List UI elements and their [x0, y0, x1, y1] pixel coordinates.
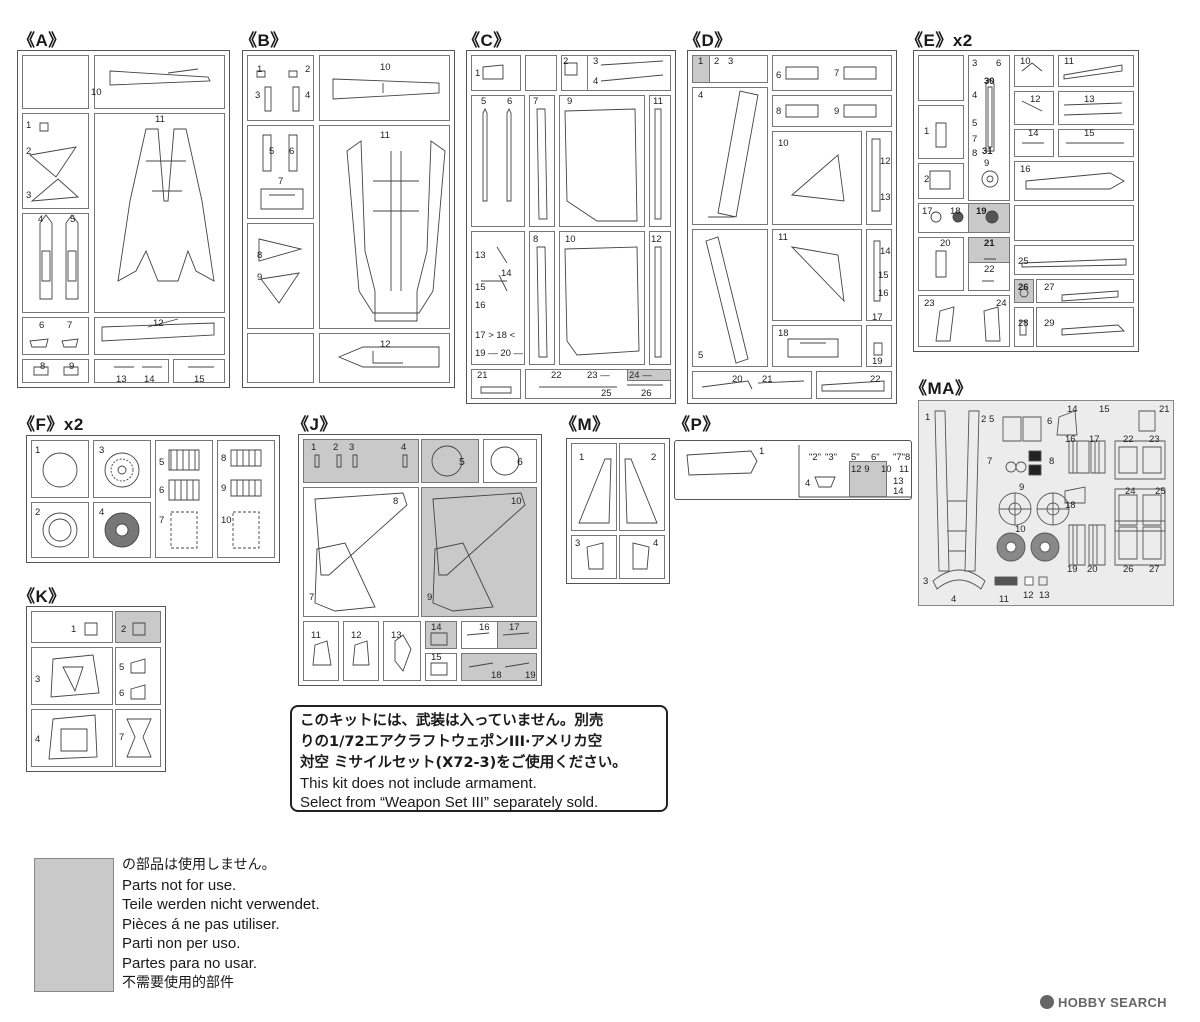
sprue-f: 1 3 5 6 7 8 9 10 2 4	[26, 435, 280, 563]
sprue-k-parts	[48, 622, 152, 760]
armament-notice: このキットには、武装は入っていません。別売 りの1/72エアクラフトウェポンII…	[290, 705, 668, 812]
sprue-j-parts	[312, 445, 530, 676]
sprue-ma-parts	[932, 410, 1166, 590]
sprue-j-label: 《J》	[292, 415, 337, 434]
sprue-j: 1 2 3 4 5 6 8 10 7 9 11 12 13 14 15 16 1…	[298, 434, 542, 686]
sprue-p-parts	[686, 445, 911, 498]
notice-en-line-2: Select from “Weapon Set III” separately …	[300, 794, 599, 811]
sprue-m-parts	[578, 458, 658, 570]
sprue-a-parts	[28, 68, 215, 376]
notice-jp-line-1: このキットには、武装は入っていません。別売	[300, 713, 604, 729]
sprue-e-parts	[929, 62, 1127, 342]
sprue-e: 3 6 30 4 5 7 8 31 9 1 2 10 11 12 13 14 1…	[913, 50, 1139, 352]
sprue-a: 10 11 1 2 3 4 5 6 7 12 8 9 13 14 15	[17, 50, 230, 388]
sprue-k: 1 2 3 5 6 4 7	[26, 606, 166, 772]
sprue-p: 1 "2" "3" 5" 6" "7"8 4 12 9 10 11 13 14	[674, 440, 912, 500]
sprue-ma: 1 2 5 6 14 15 21 16 17 22 23 7 8 9 18 24…	[918, 400, 1174, 606]
legend-jp: の部品は使用しません。	[122, 857, 276, 873]
sprue-d-label: 《D》	[684, 31, 732, 50]
legend-text: の部品は使用しません。 Parts not for use. Teile wer…	[122, 856, 320, 993]
sprue-p-label: 《P》	[673, 415, 720, 434]
watermark-text: HOBBY SEARCH	[1058, 995, 1167, 1010]
sprue-m: 1 2 3 4	[566, 438, 670, 584]
sprue-b-parts	[256, 70, 446, 368]
sprue-f-parts	[42, 449, 262, 549]
sprue-d-parts	[701, 66, 885, 392]
legend-es: Partes para no usar.	[122, 954, 258, 972]
sprue-b: 1 2 3 4 10 11 5 6 7 8 9 12	[242, 50, 455, 388]
sprue-e-label: 《E》x2	[906, 31, 973, 50]
sprue-ma-label: 《MA》	[910, 379, 973, 398]
sprue-b-label: 《B》	[240, 31, 288, 50]
legend-en: Parts not for use.	[122, 876, 237, 894]
hobby-search-logo-icon	[1040, 995, 1054, 1009]
sprue-a-label: 《A》	[18, 31, 66, 50]
sprue-c-label: 《C》	[463, 31, 511, 50]
sprue-c: 1 2 3 4 5 6 7 9 11 8 10 12 13 14 15 16 1…	[466, 50, 676, 404]
sprue-k-label: 《K》	[18, 587, 66, 606]
legend-de: Teile werden nicht verwendet.	[122, 896, 320, 914]
sprue-m-label: 《M》	[560, 415, 610, 434]
legend-fr: Pièces á ne pas utiliser.	[122, 915, 280, 933]
notice-en-line-1: This kit does not include armament.	[300, 775, 537, 792]
watermark: HOBBY SEARCH	[1040, 995, 1167, 1010]
notice-jp-line-2: りの1/72エアクラフトウェポンIII·アメリカ空	[300, 734, 603, 750]
sprue-f-label: 《F》x2	[18, 415, 84, 434]
sprue-d: 1 2 3 4 6 7 8 9 10 12 13 11 14 15 16 17 …	[687, 50, 897, 404]
sprue-c-parts	[480, 60, 664, 394]
legend-swatch	[34, 858, 114, 992]
notice-jp-line-3: 対空 ミサイルセット(X72-3)をご使用ください。	[300, 755, 627, 771]
legend-zh: 不需要使用的部件	[122, 974, 234, 991]
legend-it: Parti non per uso.	[122, 935, 241, 953]
